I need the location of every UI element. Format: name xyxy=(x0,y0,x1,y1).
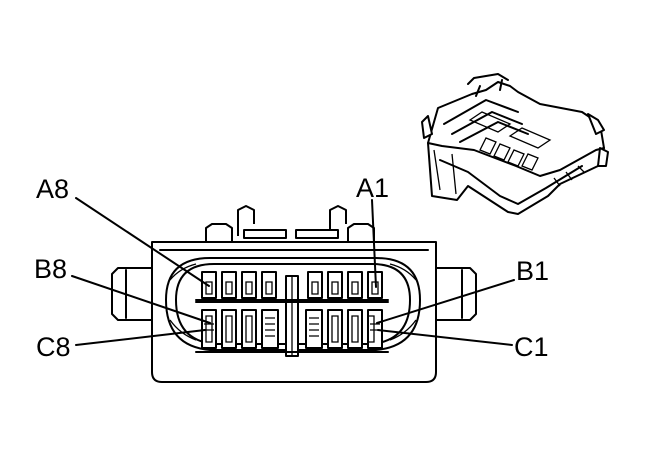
connector-front-view xyxy=(111,205,477,383)
leader-a8 xyxy=(75,197,210,287)
cavity-row-a xyxy=(201,271,383,299)
leader-a1 xyxy=(371,199,377,288)
leader-c8 xyxy=(75,329,206,346)
leader-b8 xyxy=(71,275,211,324)
pin-label-c8: C8 xyxy=(36,332,71,362)
pin-label-b1: B1 xyxy=(516,256,549,286)
leader-b1 xyxy=(376,279,515,324)
leader-lines xyxy=(71,197,515,346)
leader-c1 xyxy=(377,329,513,346)
pin-label-c1: C1 xyxy=(514,332,549,362)
pin-label-a8: A8 xyxy=(36,174,69,204)
pin-label-b8: B8 xyxy=(34,254,67,284)
connector-isometric-view xyxy=(421,73,609,215)
pin-label-a1: A1 xyxy=(356,173,389,203)
cavity-row-bc xyxy=(201,309,383,349)
